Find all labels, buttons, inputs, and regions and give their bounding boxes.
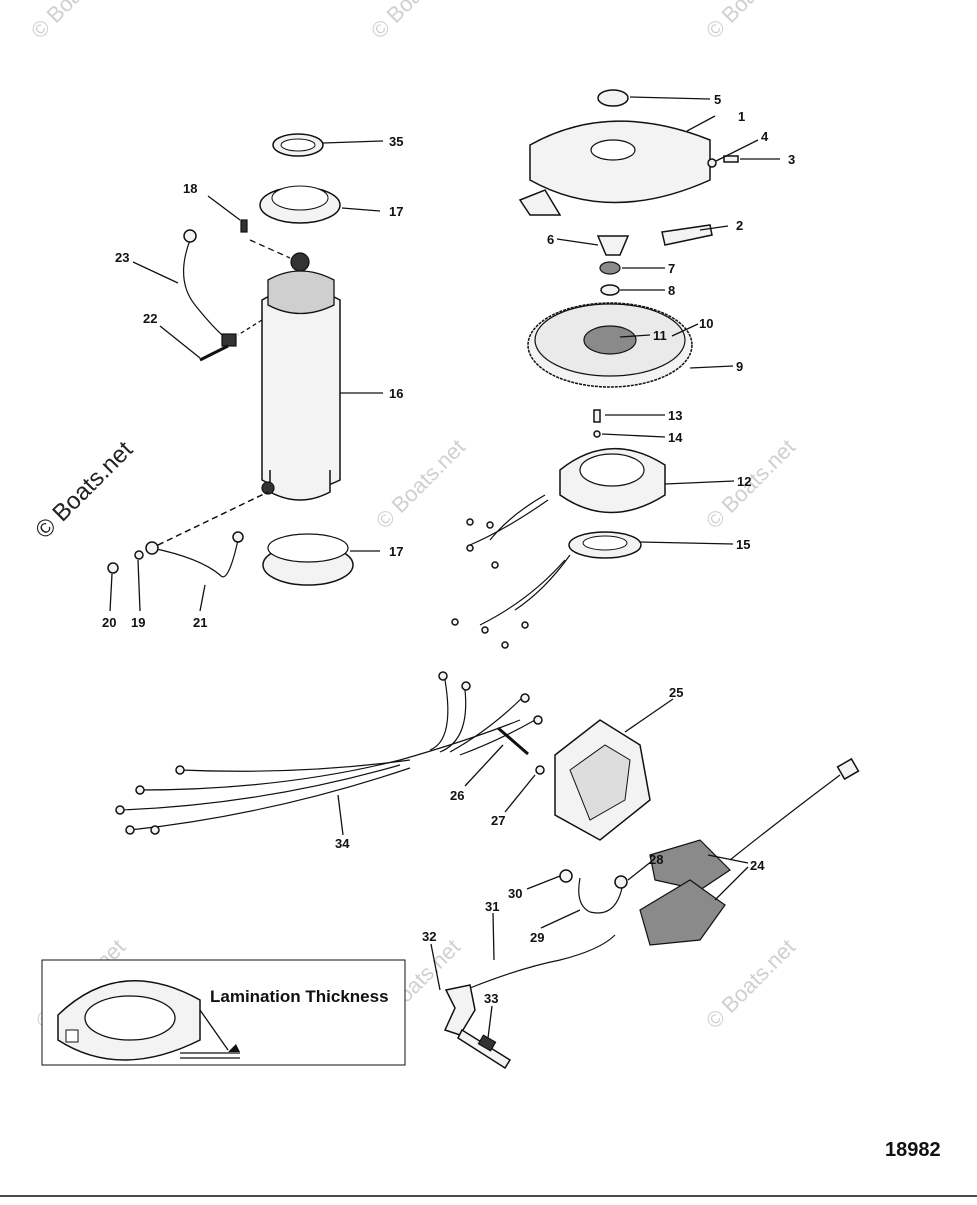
cover-plate	[661, 224, 713, 246]
callout-12: 12	[737, 474, 751, 489]
bolt	[497, 726, 529, 756]
watermark: © Boats.net	[26, 0, 125, 44]
callout-3: 3	[788, 152, 795, 167]
callout-25: 25	[669, 685, 683, 700]
screw	[559, 869, 573, 883]
callout-35: 35	[389, 134, 403, 149]
callout-1: 1	[738, 109, 745, 124]
watermark: © Boats.net	[371, 434, 470, 533]
callout-19: 19	[131, 615, 145, 630]
callout-7: 7	[668, 261, 675, 276]
callout-34: 34	[335, 836, 350, 851]
leader-lines	[109, 96, 780, 1039]
callout-31: 31	[485, 899, 499, 914]
callout-23: 23	[115, 250, 129, 265]
spark-plug-boot	[443, 984, 476, 1036]
wire-harness	[139, 719, 521, 791]
callout-30: 30	[508, 886, 522, 901]
callout-28: 28	[649, 852, 663, 867]
callout-21: 21	[193, 615, 207, 630]
inset-label: Lamination Thickness	[210, 987, 389, 1006]
ignition-coil	[639, 879, 726, 946]
callout-17: 17	[389, 204, 403, 219]
callout-8: 8	[668, 283, 675, 298]
hub	[596, 235, 630, 256]
callout-4: 4	[761, 129, 769, 144]
flywheel-cap	[597, 89, 629, 107]
washer	[600, 284, 620, 296]
callout-6: 6	[547, 232, 554, 247]
washer	[707, 158, 717, 168]
nut	[599, 261, 621, 275]
nut	[107, 562, 119, 574]
lamination-inset: Lamination Thickness	[41, 959, 406, 1066]
screw	[723, 155, 739, 163]
screw	[199, 344, 229, 362]
callout-11: 11	[653, 328, 667, 343]
high-tension-lead	[469, 934, 616, 989]
callout-33: 33	[484, 991, 498, 1006]
battery-cable	[182, 239, 229, 341]
callout-22: 22	[143, 311, 157, 326]
callout-10: 10	[699, 316, 713, 331]
callout-5: 5	[714, 92, 721, 107]
ignition-coil	[649, 839, 731, 891]
washer	[593, 430, 601, 438]
callout-27: 27	[491, 813, 505, 828]
nut	[614, 875, 628, 889]
starter-motor	[261, 288, 341, 491]
watermark-side: © Boats.net	[30, 436, 138, 544]
callout-14: 14	[668, 430, 683, 445]
watermark: © Boats.net	[701, 0, 800, 44]
callout-15: 15	[736, 537, 750, 552]
flywheel-group	[451, 89, 739, 649]
callout-16: 16	[389, 386, 403, 401]
callout-29: 29	[530, 930, 544, 945]
callout-18: 18	[183, 181, 197, 196]
watermark: © Boats.net	[701, 934, 800, 1033]
starter-motor-group	[107, 133, 354, 586]
callout-24: 24	[750, 858, 765, 873]
watermark: © Boats.net	[366, 0, 465, 44]
washer	[134, 550, 144, 560]
ground-wire	[578, 877, 623, 914]
callout-9: 9	[736, 359, 743, 374]
ignition-group	[115, 671, 860, 1070]
screw	[593, 409, 601, 423]
callout-32: 32	[422, 929, 436, 944]
figure-code: 18982	[885, 1139, 941, 1161]
washer	[535, 765, 545, 775]
callout-13: 13	[668, 408, 682, 423]
callout-labels: 1 2 3 4 5 6 7 8 9 10 11 12 13 14 15 16 1…	[102, 92, 795, 1006]
callout-26: 26	[450, 788, 464, 803]
ground-cable	[151, 539, 239, 578]
callout-20: 20	[102, 615, 116, 630]
screw	[240, 219, 248, 233]
callout-2: 2	[736, 218, 743, 233]
spark-plug	[457, 1028, 512, 1070]
callout-17: 17	[389, 544, 403, 559]
flywheel-cover	[529, 120, 711, 204]
